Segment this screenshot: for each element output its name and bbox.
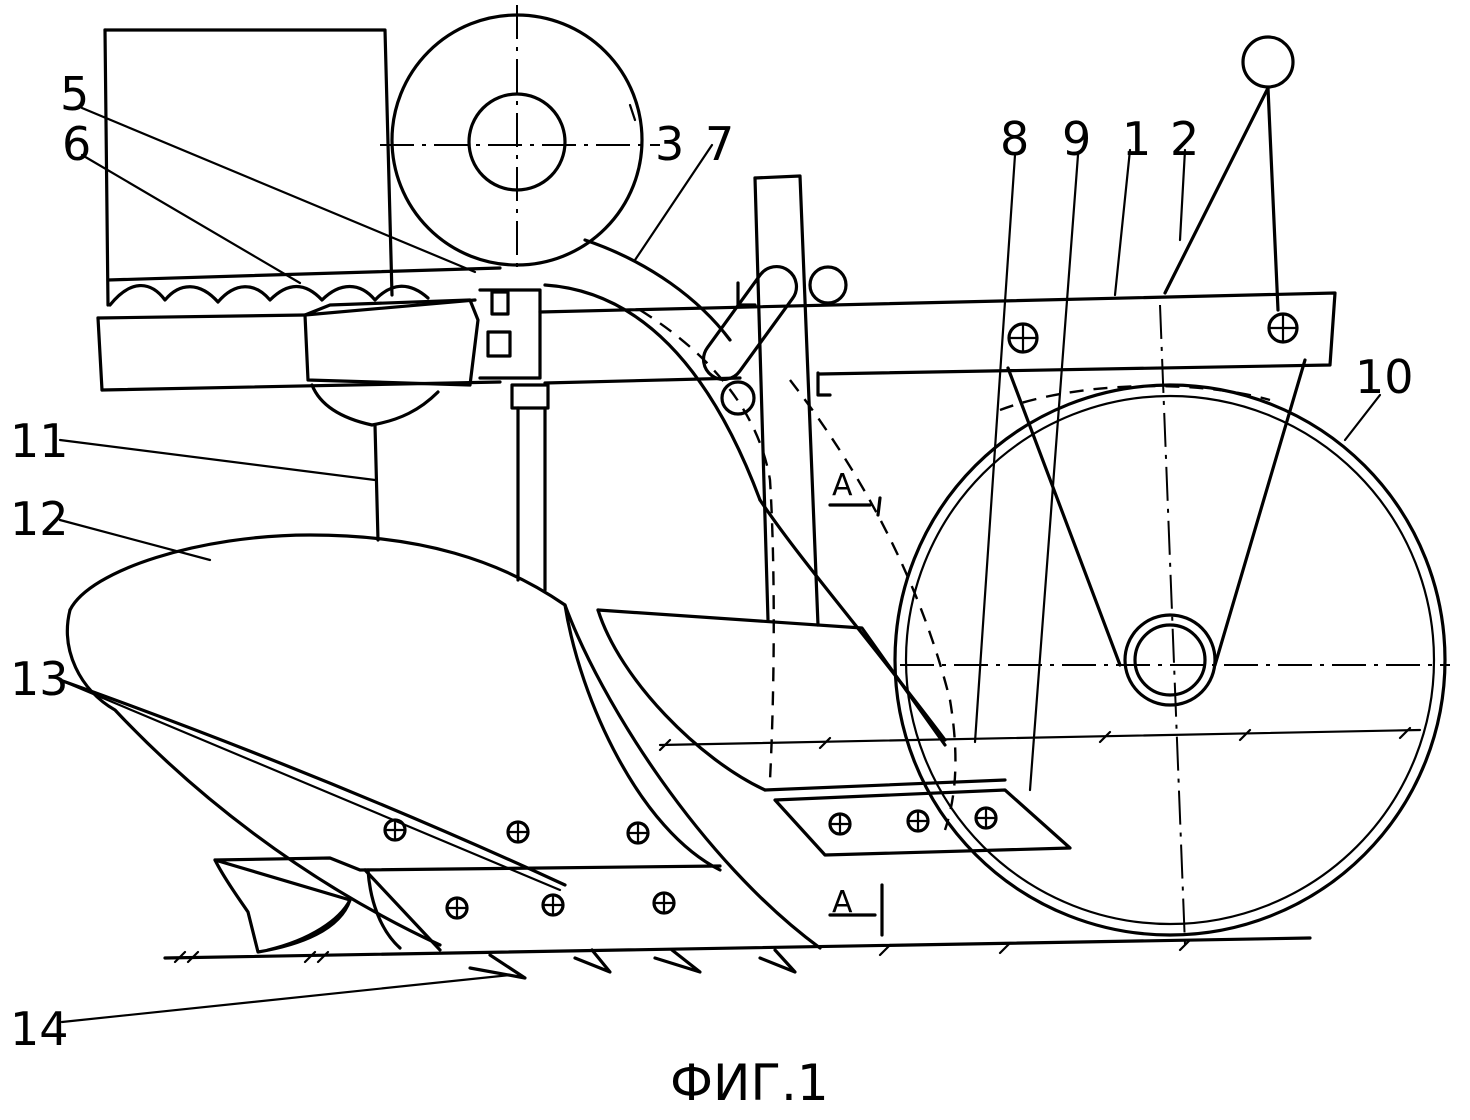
label-7: 7 — [705, 117, 734, 171]
figure-caption: ФИГ.1 — [670, 1054, 829, 1112]
part-labels: 5 6 3 7 8 9 1 2 10 11 12 13 14 — [10, 67, 1414, 1056]
support-wheel — [893, 304, 1450, 946]
label-1: 1 — [1122, 112, 1151, 166]
section-marks: А А — [828, 468, 884, 937]
label-11: 11 — [10, 414, 69, 468]
label-14: 14 — [10, 1002, 69, 1056]
seed-funnel — [303, 298, 480, 542]
handle — [1163, 35, 1295, 312]
label-2: 2 — [1170, 112, 1199, 166]
vertical-standard — [701, 174, 848, 627]
label-12: 12 — [10, 492, 69, 546]
hub-bracket — [478, 288, 550, 592]
teeth — [468, 948, 797, 980]
section-mark-upper: А — [832, 468, 853, 503]
curved-arm — [543, 238, 775, 781]
leader-lines — [58, 103, 1382, 1024]
rear-share — [596, 608, 1072, 857]
moldboard — [58, 533, 822, 950]
section-mark-lower: А — [832, 885, 853, 920]
label-3: 3 — [655, 117, 684, 171]
hopper — [103, 28, 502, 307]
label-5: 5 — [60, 67, 89, 121]
label-13: 13 — [10, 652, 69, 706]
label-9: 9 — [1062, 112, 1091, 166]
ground-lines — [163, 726, 1422, 964]
label-10: 10 — [1355, 350, 1414, 404]
label-8: 8 — [1000, 112, 1029, 166]
plough-share — [213, 856, 722, 954]
label-6: 6 — [62, 117, 91, 171]
section-curve — [789, 379, 957, 831]
drive-disc — [380, 5, 660, 270]
frame-bolts — [1007, 312, 1299, 354]
